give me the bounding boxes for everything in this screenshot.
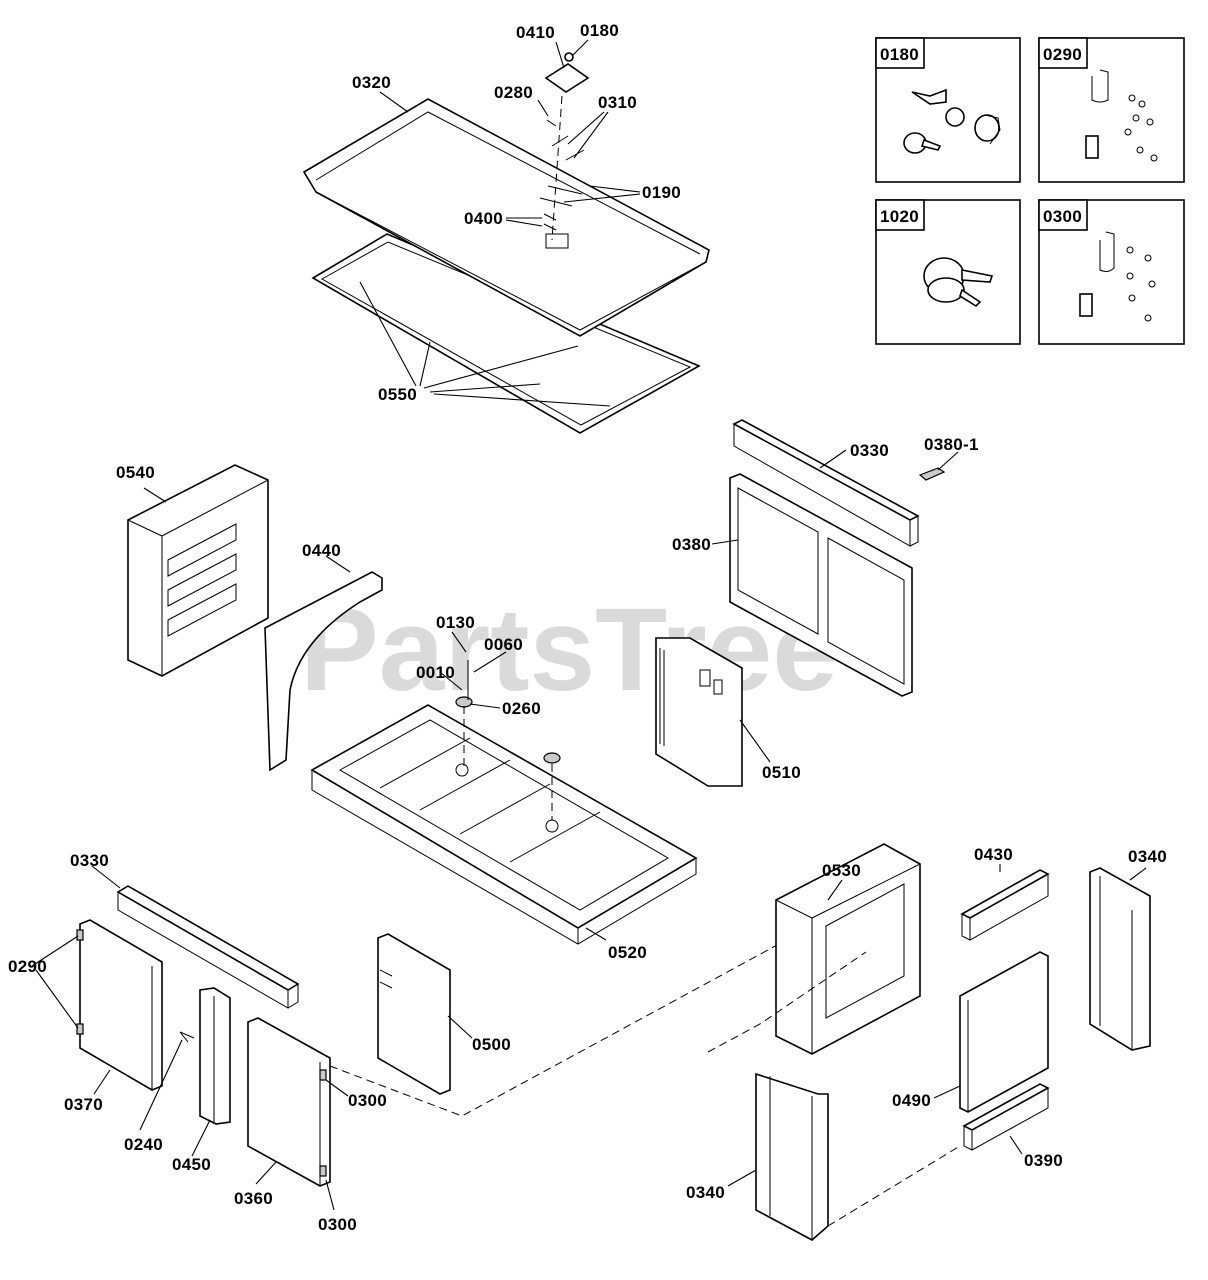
inset-1020[interactable]: 1020	[875, 199, 1021, 345]
panel-0500[interactable]	[377, 933, 451, 1095]
inset-code: 0180	[880, 45, 919, 64]
callout-0430[interactable]: 0430	[974, 845, 1013, 864]
enclosure-0530[interactable]	[775, 843, 921, 1055]
callout-0330-bottom[interactable]: 0330	[70, 851, 109, 870]
callout-labels: 0410 0180 0320 0280 0310 0190 0400 0550 …	[8, 21, 1167, 1234]
panel-0510[interactable]	[655, 637, 743, 787]
callout-0340-right[interactable]: 0340	[1128, 847, 1167, 866]
door-0490[interactable]	[959, 951, 1049, 1113]
callout-0380[interactable]: 0380	[672, 535, 711, 554]
side-panel-0340-right[interactable]	[1089, 867, 1151, 1051]
callout-0300-a[interactable]: 0300	[348, 1091, 387, 1110]
callout-0440[interactable]: 0440	[302, 541, 341, 560]
callout-0240[interactable]: 0240	[124, 1135, 163, 1154]
kick-plate-0390[interactable]	[962, 1083, 1050, 1151]
callout-0130[interactable]: 0130	[436, 613, 475, 632]
callout-0520[interactable]: 0520	[608, 943, 647, 962]
callout-0190[interactable]: 0190	[642, 183, 681, 202]
lock-cam-icon	[903, 88, 1001, 154]
callout-0180[interactable]: 0180	[580, 21, 619, 40]
rail-0330-top[interactable]	[732, 419, 920, 547]
callout-0330-top[interactable]: 0330	[850, 441, 889, 460]
callout-0380-1[interactable]: 0380-1	[924, 435, 979, 454]
callout-0400[interactable]: 0400	[464, 209, 503, 228]
callout-0390[interactable]: 0390	[1024, 1151, 1063, 1170]
inset-code: 1020	[880, 207, 919, 226]
callout-0550[interactable]: 0550	[378, 385, 417, 404]
callout-0360[interactable]: 0360	[234, 1189, 273, 1208]
callout-0500[interactable]: 0500	[472, 1035, 511, 1054]
base-frame-0520[interactable]	[310, 704, 698, 945]
latch-hardware-icon	[1079, 231, 1156, 322]
callout-0310[interactable]: 0310	[598, 93, 637, 112]
inset-code: 0300	[1043, 207, 1082, 226]
inset-0180[interactable]: 0180	[875, 37, 1021, 183]
leader-lines	[31, 39, 1147, 1211]
callout-0370[interactable]: 0370	[64, 1095, 103, 1114]
door-0360[interactable]	[247, 1017, 331, 1187]
callout-0290[interactable]: 0290	[8, 957, 47, 976]
rail-0330-bottom[interactable]	[116, 885, 300, 1009]
side-wall-0540[interactable]	[127, 464, 269, 677]
post-0450[interactable]	[179, 987, 231, 1125]
door-frame-0380[interactable]	[729, 473, 913, 697]
callout-0010[interactable]: 0010	[416, 663, 455, 682]
trim-0430[interactable]	[960, 869, 1050, 941]
callout-0490[interactable]: 0490	[892, 1091, 931, 1110]
callout-0540[interactable]: 0540	[116, 463, 155, 482]
callout-0280[interactable]: 0280	[494, 83, 533, 102]
side-panel-0340-bottom[interactable]	[755, 1072, 829, 1241]
key-icon	[923, 257, 994, 308]
assembly-line-right-2	[827, 1145, 961, 1227]
panel-0440[interactable]	[264, 571, 383, 772]
hinge-hardware-icon	[1085, 69, 1158, 162]
callout-0260[interactable]: 0260	[502, 699, 541, 718]
callout-0450[interactable]: 0450	[172, 1155, 211, 1174]
callout-0300-b[interactable]: 0300	[318, 1215, 357, 1234]
assembly-line-right-1	[707, 951, 867, 1053]
door-0370[interactable]	[76, 919, 163, 1091]
clip-0380-1[interactable]	[918, 467, 946, 481]
callout-0410[interactable]: 0410	[516, 23, 555, 42]
inset-code: 0290	[1043, 45, 1082, 64]
inset-0300[interactable]: 0300	[1038, 199, 1185, 345]
callout-0510[interactable]: 0510	[762, 763, 801, 782]
hardware-0260	[455, 660, 561, 820]
inset-0290[interactable]: 0290	[1038, 37, 1185, 183]
callout-0340-bottom[interactable]: 0340	[686, 1183, 725, 1202]
frame-gasket-0550[interactable]	[311, 233, 701, 434]
callout-0530[interactable]: 0530	[822, 861, 861, 880]
callout-0060[interactable]: 0060	[484, 635, 523, 654]
callout-0320[interactable]: 0320	[352, 73, 391, 92]
small-hardware-top	[543, 52, 590, 241]
